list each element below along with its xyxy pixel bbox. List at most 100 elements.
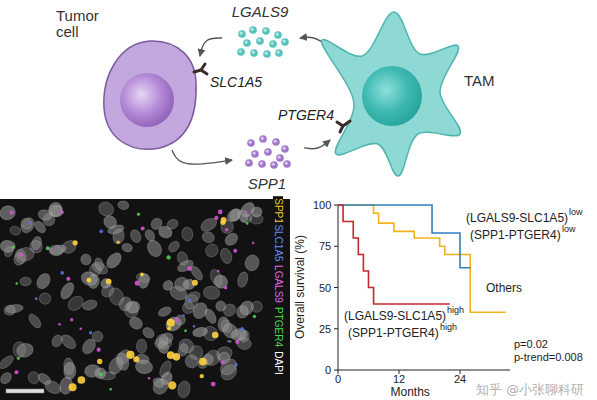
dapi-nucleus [200, 230, 216, 245]
y-tick [334, 328, 338, 329]
dapi-nucleus [99, 283, 116, 300]
text-label: low [562, 225, 576, 234]
ligand-dot [283, 160, 291, 168]
fluorescent-punctum [168, 381, 176, 389]
y-tick [334, 370, 338, 371]
ligand-dot [251, 150, 259, 158]
fluorescent-punctum [99, 229, 103, 233]
fluorescent-punctum [253, 315, 257, 319]
dapi-nucleus [37, 208, 53, 222]
fluorescent-punctum [79, 327, 82, 330]
ligand-dot [269, 40, 277, 48]
dapi-nucleus [91, 330, 104, 343]
puncta-group [9, 210, 256, 392]
dapi-nucleus [60, 238, 79, 256]
ligand-dot-core [239, 50, 242, 53]
dapi-nucleus [38, 291, 52, 305]
dapi-nucleus [236, 336, 253, 350]
fluorescent-punctum [17, 357, 20, 360]
ligand-dot-core [247, 161, 250, 164]
ligand-dot-core [277, 51, 280, 54]
fluorescent-punctum [148, 377, 150, 379]
dapi-nucleus [99, 372, 116, 380]
ligand-dot [272, 138, 280, 146]
dapi-nucleus [15, 342, 35, 360]
text-label: 0 [325, 365, 331, 376]
cell-node: LGALS9 [222, 2, 300, 62]
fluorescent-punctum [109, 388, 112, 391]
dapi-nucleus [145, 238, 165, 259]
ligand-dots [245, 135, 291, 169]
fluorescent-punctum [182, 314, 184, 316]
ligand-dot-core [266, 150, 269, 153]
ligand-dot [249, 26, 257, 34]
fluorescent-punctum [78, 376, 86, 384]
dapi-nucleus [174, 276, 190, 292]
dapi-nucleus [27, 312, 44, 330]
text-label: p-trend=0.008 [514, 352, 583, 363]
ligand-dot-core [261, 137, 264, 140]
text-label: 50 [319, 283, 331, 294]
dapi-nucleus [218, 351, 231, 364]
ligand-dot-core [253, 152, 256, 155]
dapi-nucleus [165, 217, 179, 230]
ligand-dot-core [276, 33, 279, 36]
fluorescent-punctum [190, 279, 192, 281]
dapi-nucleus [9, 225, 22, 236]
ligand-dot-core [245, 41, 248, 44]
ligand-dot-core [283, 147, 286, 150]
text-label: (LGALS9-SLC1A5) [466, 212, 568, 224]
receptor-symbol [337, 121, 350, 132]
dapi-nucleus [176, 380, 191, 399]
text-label: Months [391, 386, 430, 398]
nuclei-group [0, 199, 264, 399]
dapi-nucleus [84, 364, 101, 379]
survival-curve [338, 205, 450, 304]
ligand-dot [259, 135, 267, 143]
dapi-nucleus [27, 238, 45, 256]
dapi-nucleus [157, 305, 173, 318]
dapi-nucleus [117, 295, 134, 313]
text-label: 12 [393, 374, 405, 385]
dapi-nucleus [107, 223, 125, 235]
ligand-dot-core [240, 32, 243, 35]
text-label: PTGER4 [273, 305, 283, 349]
cell-label: SPP1 [232, 176, 302, 192]
text-label: 100 [313, 200, 331, 211]
macrophage-body [322, 12, 461, 176]
ligand-dot [275, 49, 283, 57]
text-label: 25 [319, 324, 331, 335]
ligand-dot [281, 145, 289, 153]
fluorescent-punctum [15, 282, 18, 285]
text-label: 75 [319, 241, 331, 252]
fluorescent-punctum [89, 331, 93, 335]
fluorescent-punctum [69, 383, 77, 391]
ligand-dot [276, 154, 284, 162]
text-label: DAPI [273, 349, 283, 376]
survival-curve [338, 205, 470, 268]
text-label: p=0.02 [514, 339, 548, 350]
dapi-nucleus [51, 205, 63, 217]
dapi-nucleus [236, 271, 249, 289]
fluorescent-punctum [135, 280, 140, 285]
y-tick [334, 205, 338, 206]
dapi-nucleus [137, 273, 150, 289]
dapi-nucleus [166, 239, 181, 254]
ligand-dot [250, 49, 258, 57]
signal-arrow [172, 150, 232, 164]
dapi-nucleus [18, 215, 37, 235]
ligand-dot [245, 159, 253, 167]
text-label: 0 [335, 374, 341, 385]
text-label: Others [486, 282, 522, 294]
fluorescent-punctum [188, 299, 191, 302]
dapi-nucleus [236, 209, 249, 224]
fluorescent-punctum [99, 373, 103, 377]
fluorescent-punctum [60, 210, 64, 214]
fluorescent-punctum [97, 348, 101, 352]
signal-arrow [200, 38, 222, 56]
fluorescent-punctum [184, 329, 187, 332]
ligand-dot-core [274, 140, 277, 143]
dapi-nucleus [80, 253, 92, 266]
fluorescent-punctum [35, 297, 38, 300]
